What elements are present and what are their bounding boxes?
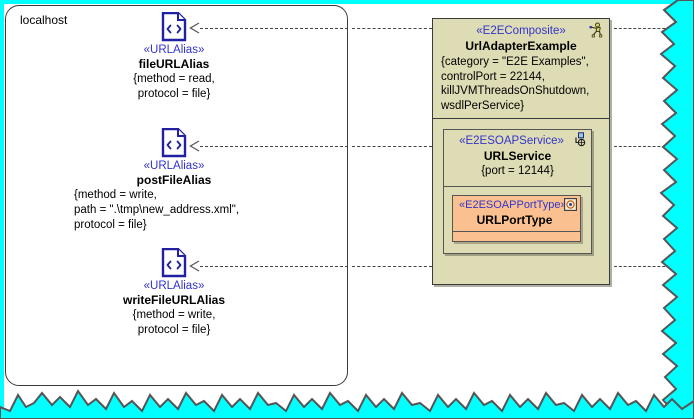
alias-properties: {method = read, protocol = file} [133, 73, 215, 100]
alias-name: fileURLAlias [138, 57, 210, 71]
alias-name: writeFileURLAlias [122, 293, 226, 307]
dependency-arrowhead [189, 260, 200, 272]
composite-properties: {category = "E2E Examples", controlPort … [441, 56, 590, 112]
composite-name: UrlAdapterExample [465, 39, 577, 53]
alias-name: postFileAlias [136, 173, 212, 187]
dependency-line-composite-right-1 [614, 28, 670, 29]
dependency-line-writefileurlalias-seg2 [352, 266, 432, 267]
dependency-line-postfilealias [200, 146, 348, 147]
alias-properties: {method = write, protocol = file} [132, 309, 216, 336]
localhost-node-label: localhost [20, 13, 68, 27]
e2e-composite-node[interactable]: «E2EComposite» UrlAdapterExample {catego… [432, 18, 610, 285]
canvas-edge-top-accent [0, 0, 694, 4]
dependency-line-fileurlalias [200, 28, 348, 29]
service-body: «E2ESOAPPortType» URLPortType [444, 187, 591, 242]
url-alias-document-icon [161, 247, 187, 278]
alias-stereotype: «URLAlias» [143, 160, 205, 172]
e2e-soap-service-node[interactable]: «E2ESOAPService» URLService {port = 1214… [443, 129, 592, 254]
e2e-soap-porttype-node[interactable]: «E2ESOAPPortType» URLPortType [452, 195, 581, 242]
dependency-arrowhead [189, 22, 200, 34]
composite-body: «E2ESOAPService» URLService {port = 1214… [433, 119, 609, 254]
dependency-line-composite-right-2 [614, 146, 670, 147]
dependency-line-fileurlalias-seg2 [352, 28, 432, 29]
e2e-composite-icon [588, 22, 604, 38]
service-name: URLService [483, 149, 552, 163]
composite-stereotype: «E2EComposite» [476, 25, 566, 37]
service-properties: {port = 12144} [481, 165, 554, 177]
composite-header: «E2EComposite» UrlAdapterExample {catego… [433, 19, 609, 119]
url-alias-document-icon [161, 127, 187, 158]
localhost-node[interactable]: localhost [5, 5, 348, 386]
canvas-edge-left-accent [0, 0, 4, 419]
alias-stereotype: «URLAlias» [143, 44, 205, 56]
porttype-name: URLPortType [476, 213, 553, 227]
url-alias-document-icon [161, 11, 187, 42]
dependency-line-postfilealias-seg2 [352, 146, 432, 147]
alias-postfilealias[interactable]: «URLAlias» postFileAlias {method = write… [24, 127, 324, 233]
porttype-header: «E2ESOAPPortType» URLPortType [453, 196, 580, 232]
torn-edge-right [634, 0, 694, 419]
service-header: «E2ESOAPService» URLService {port = 1214… [444, 130, 591, 187]
porttype-stereotype: «E2ESOAPPortType» [459, 199, 567, 211]
soap-porttype-icon [564, 198, 577, 211]
dependency-line-writefileurlalias [200, 266, 348, 267]
dependency-line-composite-right-3 [614, 266, 670, 267]
dependency-arrowhead [189, 140, 200, 152]
service-stereotype: «E2ESOAPService» [459, 135, 564, 147]
alias-properties: {method = write, path = ".\tmp\new_addre… [74, 189, 240, 231]
alias-fileurlalias[interactable]: «URLAlias» fileURLAlias {method = read, … [24, 11, 324, 102]
soap-service-icon [573, 132, 587, 147]
porttype-operations-compartment [453, 232, 580, 241]
alias-writefileurlalias[interactable]: «URLAlias» writeFileURLAlias {method = w… [24, 247, 324, 338]
alias-stereotype: «URLAlias» [143, 280, 205, 292]
